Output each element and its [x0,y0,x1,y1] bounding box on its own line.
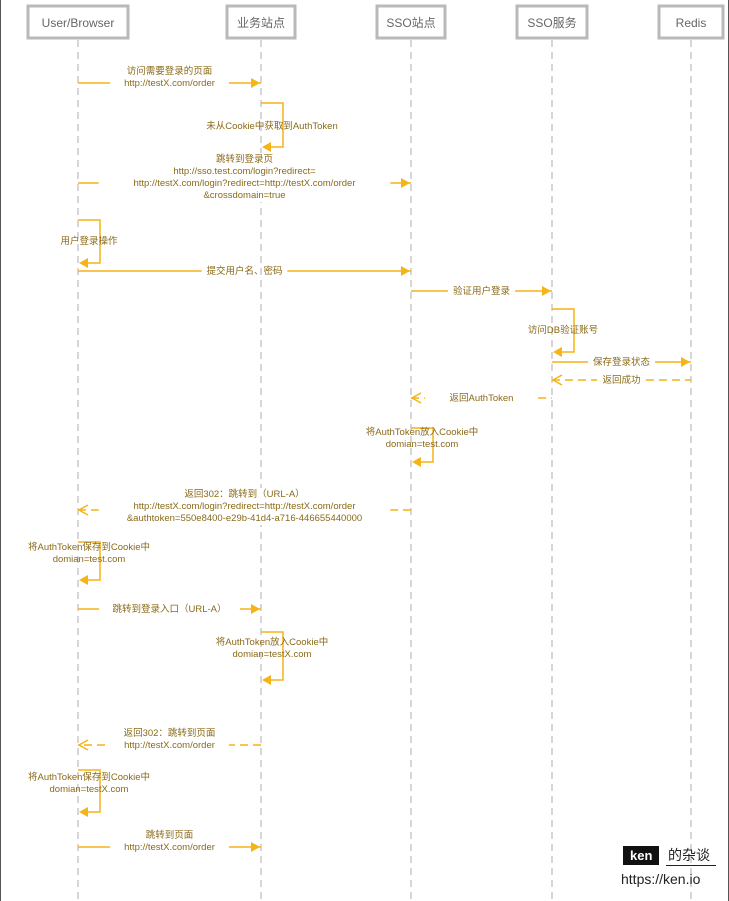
message-15-line-1: http://testX.com/order [124,740,215,751]
message-0-line-1: http://testX.com/order [124,78,215,89]
message-14-line-0: 将AuthToken放入Cookie中 [216,636,328,648]
message-2-line-2: http://testX.com/login?redirect=http://t… [133,178,355,189]
actor-box-3 [515,4,589,40]
message-2-line-0: 跳转到登录页 [216,153,273,165]
arrow-head-6 [553,347,562,357]
message-3-line-0: 用户登录操作 [60,235,118,247]
arrow-head-3 [79,258,88,268]
brand-title: 的杂谈 [668,847,710,863]
arrow-head-4 [401,266,410,276]
message-4-line-0: 提交用户名、密码 [206,265,282,277]
message-label-bg-2 [98,153,391,202]
message-9-line-0: 返回AuthToken [450,392,514,404]
actor-box-0 [26,4,130,40]
arrow-head-0 [251,78,260,88]
self-loop-14 [261,631,284,681]
message-1-line-0: 未从Cookie中获取到AuthToken [206,120,337,132]
self-loop-1 [261,102,284,148]
message-10-line-1: domian=test.com [386,439,459,450]
message-13-line-0: 跳转到登录入口（URL-A） [112,603,226,615]
arrow-head-13 [251,604,260,614]
brand-badge: ken [623,846,660,865]
message-11-line-2: &authtoken=550e8400-e29b-41d4-a716-44665… [127,513,362,524]
actor-label-3: SSO服务 [527,15,576,30]
arrow-head-17 [251,842,260,852]
message-17-line-1: http://testX.com/order [124,842,215,853]
message-label-bg-17 [110,829,229,854]
arrow-head-10 [412,457,421,467]
arrow-head-2 [401,178,410,188]
actor-label-0: User/Browser [42,16,115,30]
message-17-line-0: 跳转到页面 [146,829,194,841]
message-12-line-1: domian=test.com [53,554,126,565]
message-6-line-0: 访问DB验证账号 [528,324,598,336]
message-12-line-0: 将AuthToken保存到Cookie中 [28,541,150,553]
message-11-line-1: http://testX.com/login?redirect=http://t… [133,501,355,512]
arrow-head-12 [79,575,88,585]
arrow-head-5 [542,286,551,296]
message-10-line-0: 将AuthToken放入Cookie中 [366,426,478,438]
self-loop-10 [411,427,434,463]
message-label-bg-15 [110,727,229,752]
message-16-line-1: domian=testX.com [50,784,129,795]
message-5-line-0: 验证用户登录 [453,285,511,297]
actor-box-4 [657,4,725,40]
self-loop-16 [78,769,101,813]
message-2-line-1: http://sso.test.com/login?redirect= [173,166,316,177]
arrow-head-9 [410,392,422,404]
arrow-head-1 [262,142,271,152]
message-label-bg-0 [110,65,229,90]
arrow-head-11 [77,504,89,516]
self-loop-3 [78,219,101,264]
actor-box-1 [225,4,297,40]
arrow-head-15 [77,739,89,751]
self-loop-6 [552,308,575,353]
actor-box-2 [375,4,447,40]
message-label-bg-11 [98,488,391,525]
message-0-line-0: 访问需要登录的页面 [127,65,213,77]
message-16-line-0: 将AuthToken保存到Cookie中 [28,771,150,783]
arrow-head-16 [79,807,88,817]
brand-underline [666,865,716,866]
message-2-line-3: &crossdomain=true [203,190,285,201]
actor-label-1: 业务站点 [237,15,285,30]
actor-label-4: Redis [676,16,707,30]
message-14-line-1: domian=testX.com [233,649,312,660]
message-15-line-0: 返回302：跳转到页面 [124,727,216,739]
message-7-line-0: 保存登录状态 [593,356,651,368]
arrow-head-7 [681,357,690,367]
arrow-head-14 [262,675,271,685]
message-11-line-0: 返回302：跳转到（URL-A） [184,488,304,500]
self-loop-12 [78,541,101,581]
actor-label-2: SSO站点 [386,16,435,30]
message-8-line-0: 返回成功 [602,374,640,386]
arrow-head-8 [551,374,563,386]
brand-url: https://ken.io [621,871,701,887]
